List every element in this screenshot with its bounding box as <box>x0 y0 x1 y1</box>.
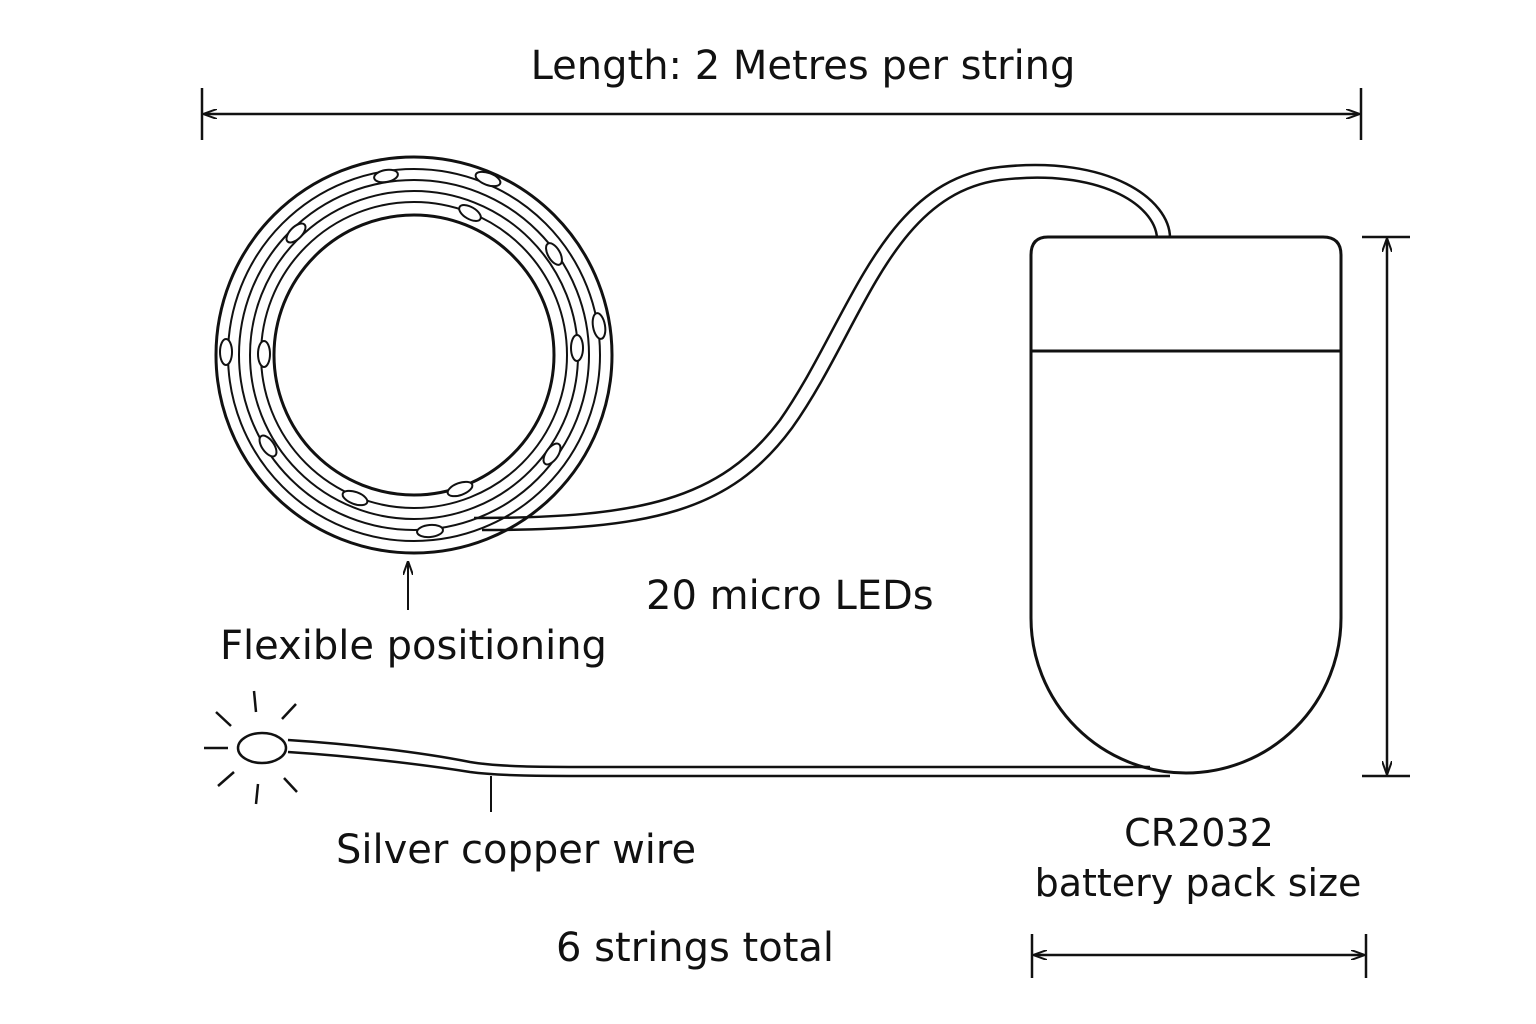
led-beads <box>219 168 607 539</box>
led-bead <box>341 489 369 507</box>
led-bead <box>474 170 502 188</box>
led-bead <box>219 338 233 366</box>
battery-height-dimension <box>1362 235 1410 778</box>
led-bead <box>416 523 444 539</box>
led-bead <box>458 204 482 222</box>
lead-wire <box>473 163 1172 532</box>
led-bead <box>285 222 307 244</box>
led-bead <box>542 442 562 466</box>
led-bead <box>570 334 584 362</box>
flexible-positioning-label: Flexible positioning <box>220 623 607 669</box>
battery-width-dimension <box>1030 934 1368 978</box>
micro-leds-label: 20 micro LEDs <box>646 573 934 619</box>
led-bead <box>258 434 278 458</box>
led-bead <box>545 242 563 266</box>
led-bead <box>446 480 474 498</box>
length-label: Length: 2 Metres per string <box>530 43 1076 89</box>
led-bead <box>373 168 399 184</box>
battery-model-label: CR2032 <box>1124 811 1274 855</box>
silver-copper-wire <box>287 738 1170 812</box>
battery-pack-icon <box>1029 235 1343 775</box>
length-dimension <box>200 88 1363 140</box>
battery-size-label: battery pack size <box>1034 861 1362 905</box>
led-glow-icon <box>204 690 298 805</box>
silver-copper-wire-label: Silver copper wire <box>336 827 697 873</box>
strings-total-label: 6 strings total <box>556 925 835 971</box>
led-bead <box>591 312 607 340</box>
wire-coil-icon <box>214 155 614 555</box>
led-bead <box>257 340 271 368</box>
